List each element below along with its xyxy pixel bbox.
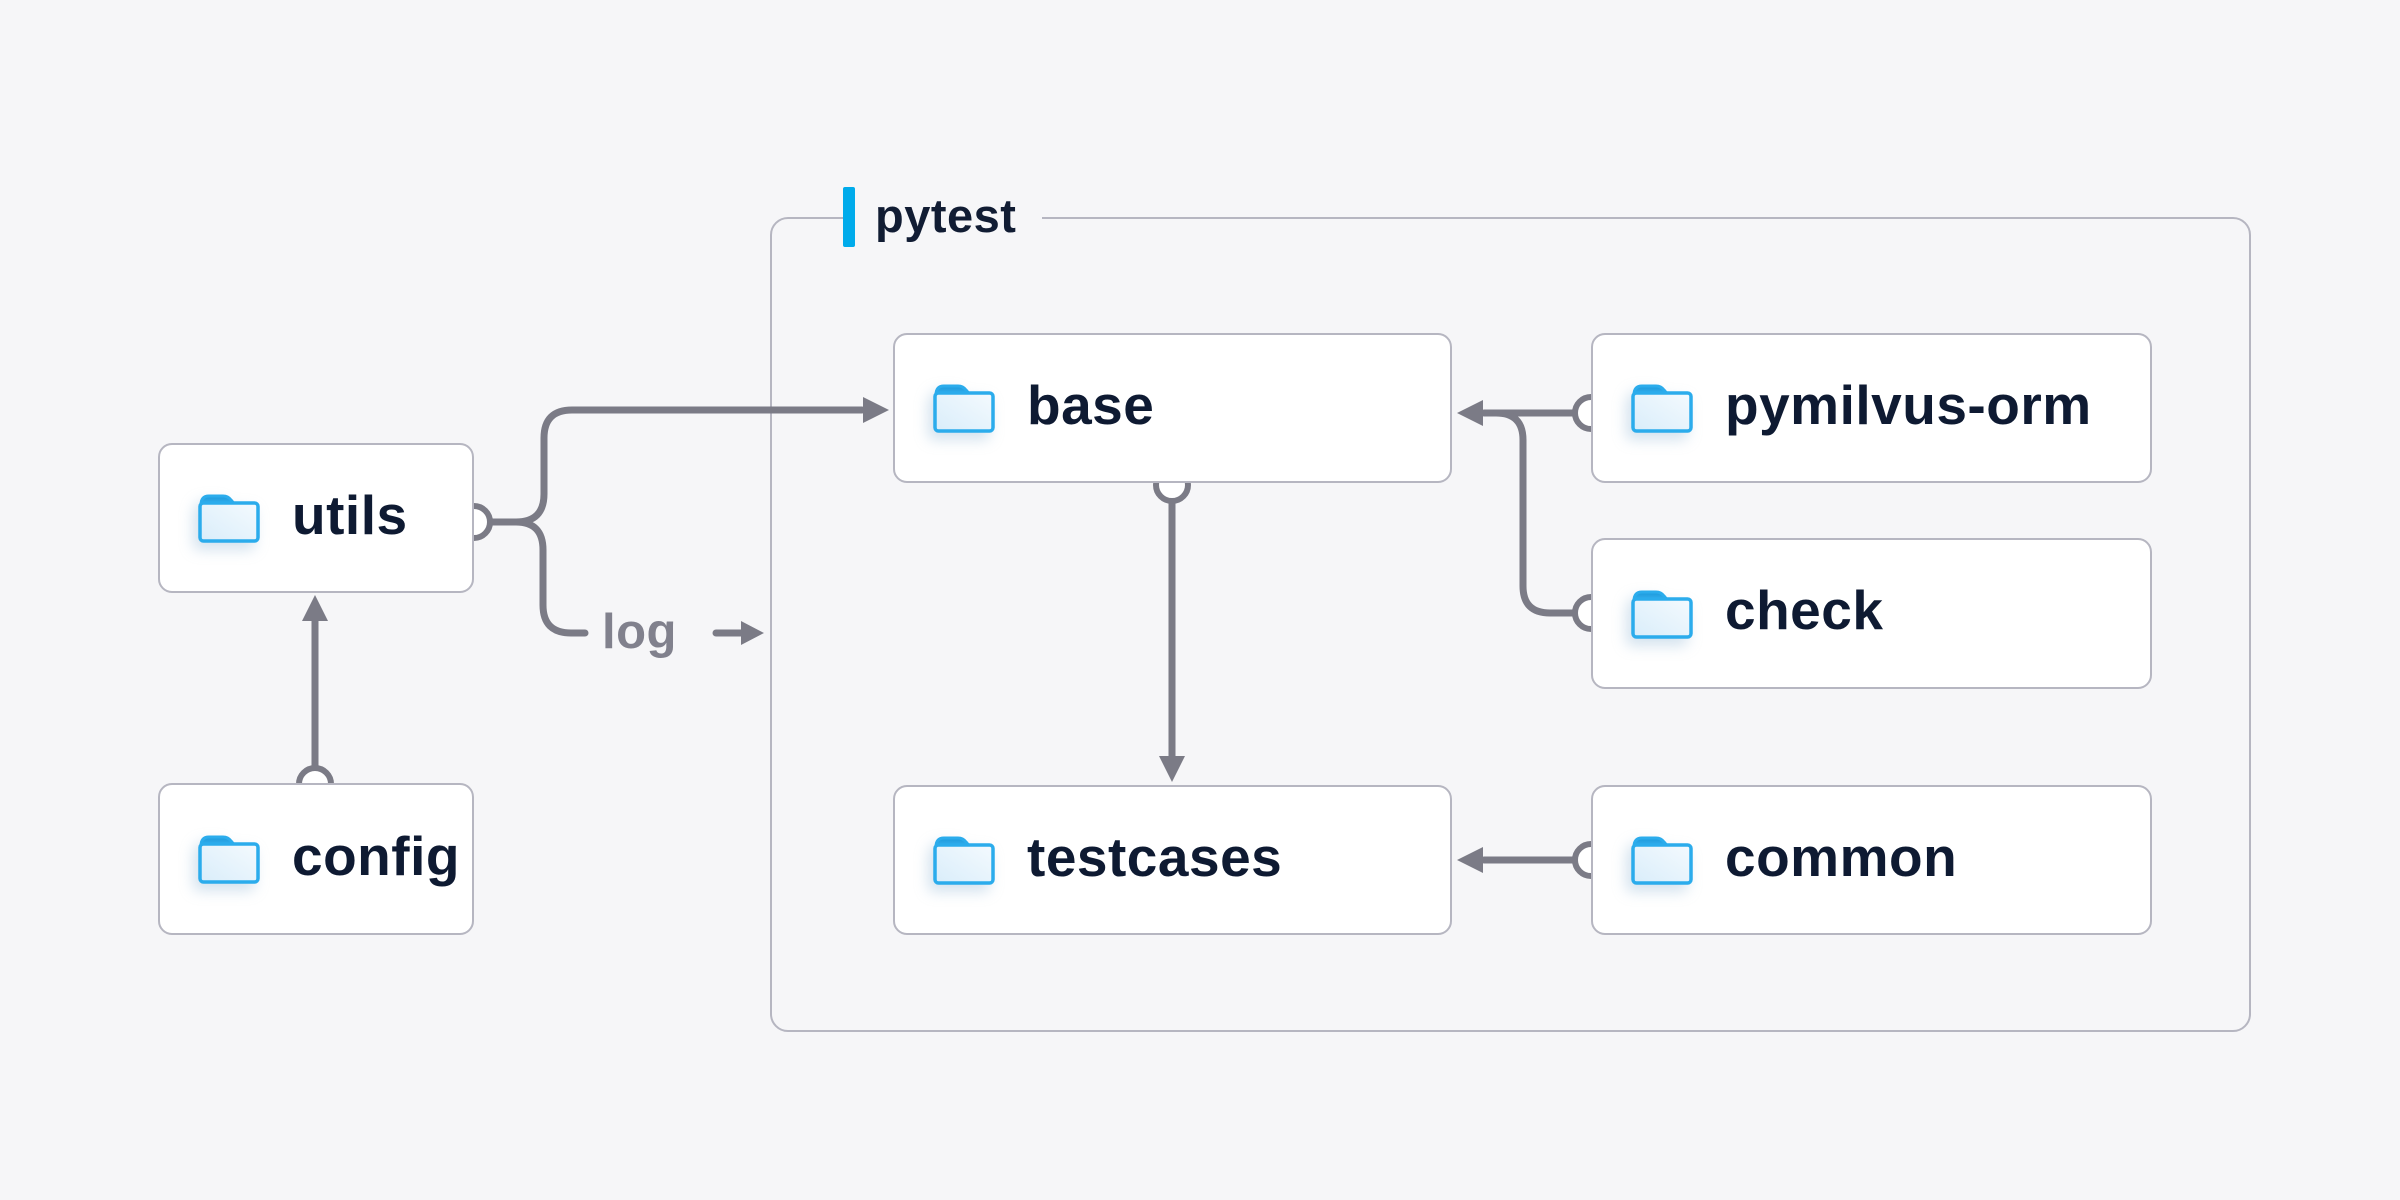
- node-check[interactable]: check: [1591, 538, 2152, 689]
- folder-icon: [198, 494, 260, 543]
- node-label: testcases: [1027, 825, 1283, 888]
- folder-icon: [933, 384, 995, 433]
- node-label: base: [1027, 373, 1155, 436]
- node-config[interactable]: config: [158, 783, 474, 935]
- node-common[interactable]: common: [1591, 785, 2152, 935]
- folder-icon: [1631, 590, 1693, 639]
- folder-icon: [198, 835, 260, 884]
- node-label: pymilvus-orm: [1725, 373, 2092, 436]
- group-title: pytest: [875, 188, 1017, 242]
- pytest-group-box: [770, 217, 2251, 1032]
- node-base[interactable]: base: [893, 333, 1452, 483]
- node-pymilvus-orm[interactable]: pymilvus-orm: [1591, 333, 2152, 483]
- folder-icon: [1631, 384, 1693, 433]
- node-utils[interactable]: utils: [158, 443, 474, 593]
- arrowhead-into-utils: [302, 595, 328, 621]
- folder-icon: [933, 836, 995, 885]
- folder-icon: [1631, 836, 1693, 885]
- pytest-group-label: pytest: [843, 186, 1043, 248]
- node-label: common: [1725, 825, 1958, 888]
- node-label: utils: [292, 483, 408, 546]
- node-label: config: [292, 824, 460, 887]
- edge-label-log: log: [602, 605, 677, 659]
- arrowhead-log: [741, 621, 764, 645]
- node-testcases[interactable]: testcases: [893, 785, 1452, 935]
- edge-utils-log: [486, 518, 589, 637]
- accent-bar: [843, 187, 855, 247]
- node-label: check: [1725, 579, 1884, 641]
